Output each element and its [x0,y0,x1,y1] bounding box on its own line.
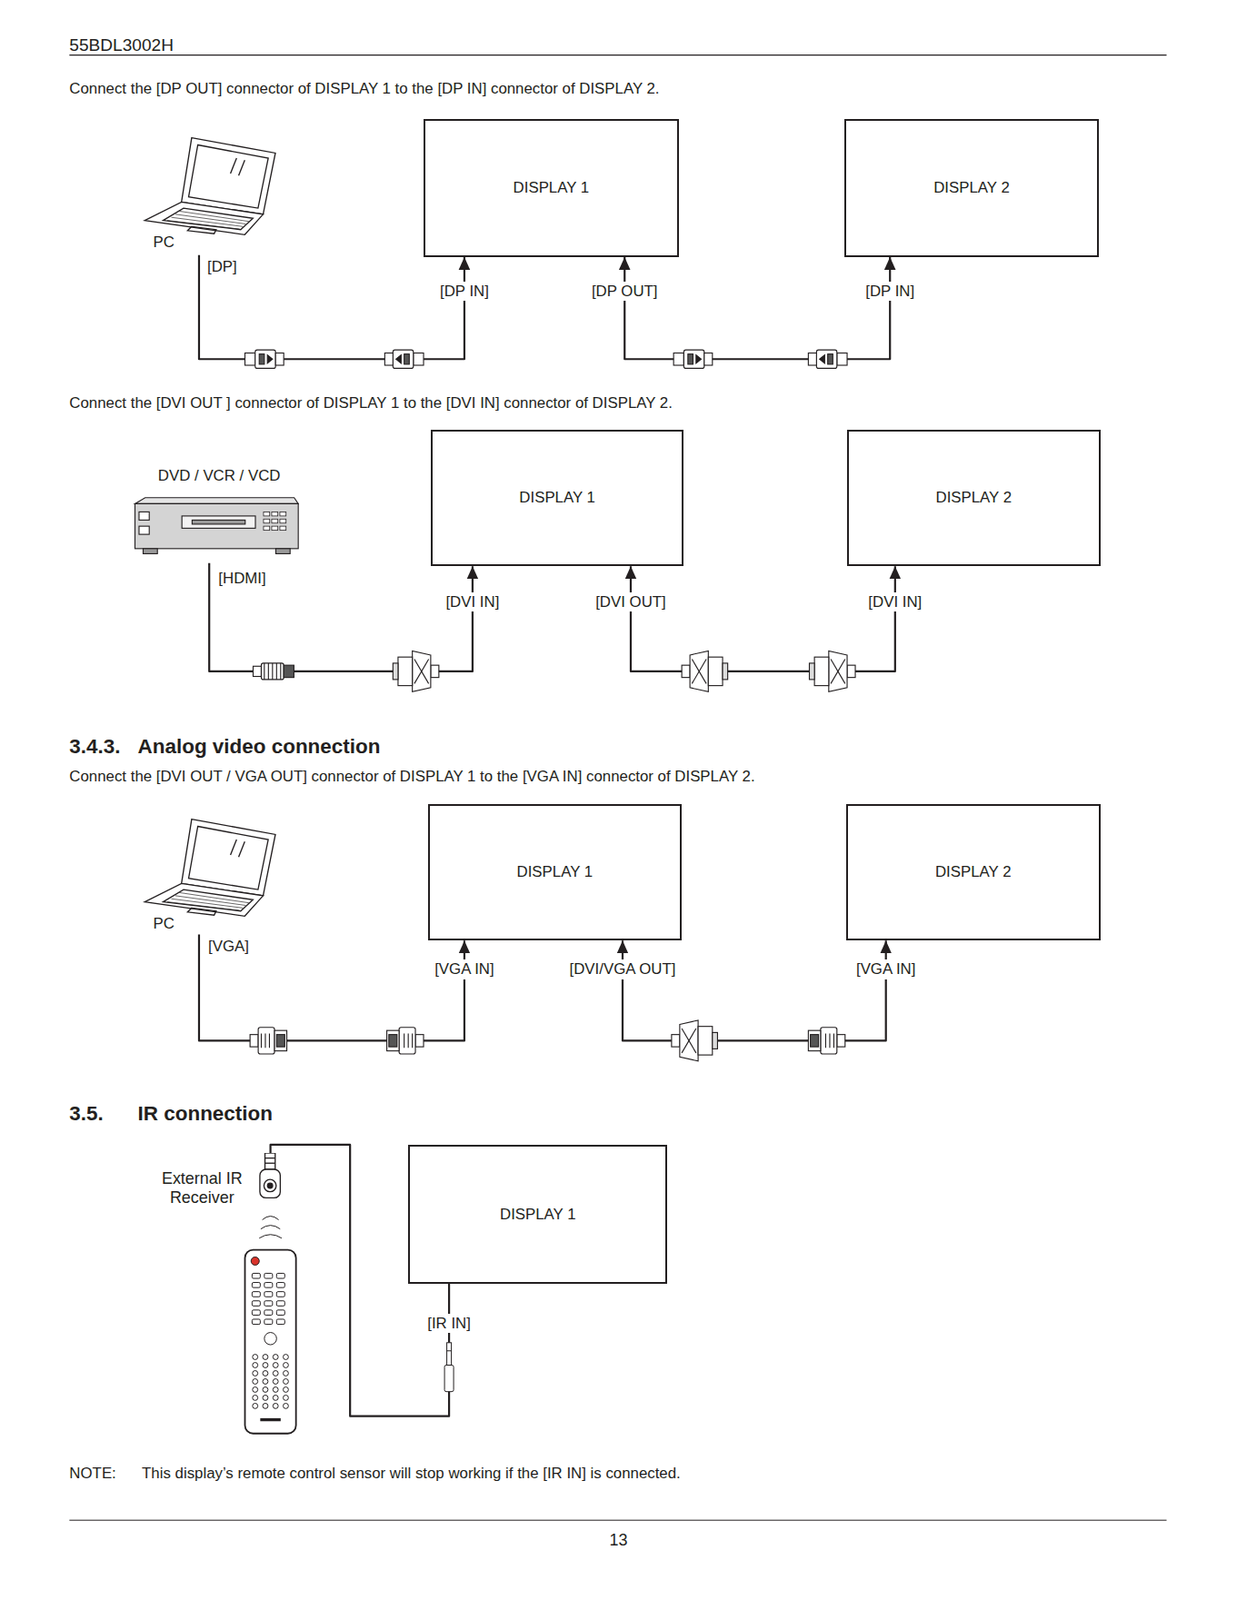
dvi-plug [808,650,856,692]
node-label: PC [152,233,174,251]
port-label: [DVI OUT] [591,592,670,612]
port-label: [DVI IN] [441,592,503,612]
node-label: DISPLAY 1 [513,179,590,197]
ir-wave [259,1235,282,1239]
section-heading: 3.5. [69,1102,103,1127]
header-rule [69,54,1167,56]
port-label: 13 [606,1530,632,1552]
body-text: Connect the [DP OUT] connector of DISPLA… [69,79,659,98]
body-text: [VGA] [208,937,250,956]
node-label: DISPLAY 2 [935,863,1012,881]
ir-jack [444,1343,454,1393]
display-box: DISPLAY 2 [846,804,1101,941]
body-text: Connect the [DVI OUT / VGA OUT] connecto… [69,768,755,786]
source-device: DVD / VCR / VCD [130,467,309,564]
vga-plug [249,1027,287,1055]
node-label: DISPLAY 1 [517,863,594,881]
source-device: PC [142,132,281,256]
cable [199,255,465,360]
cable [630,566,896,672]
body-text: 55BDL3002H [69,35,174,56]
dvi-plug [392,650,439,692]
dp-plug [808,349,848,369]
node-label: DISPLAY 1 [499,1206,577,1224]
port-label: [DVI/VGA OUT] [566,959,680,979]
port-label: [VGA IN] [852,959,919,979]
vga-plug [808,1027,845,1055]
cable [624,257,890,360]
port-label: [DVI IN] [864,592,926,612]
display-box: DISPLAY 1 [408,1145,668,1285]
remote-control [245,1250,297,1435]
cable [270,1145,450,1417]
port-label: [VGA IN] [430,959,498,979]
dp-plug [245,349,285,369]
display-box: DISPLAY 2 [847,429,1100,567]
cable [209,563,473,672]
display-box: DISPLAY 1 [423,119,679,258]
node-label: PC [152,915,174,933]
ir-wave [262,1217,280,1221]
section-heading: 3.4.3. [69,735,120,759]
vga-plug [387,1027,424,1055]
dp-plug [384,349,424,369]
ir-receiver: External IR Receiver [152,1153,288,1211]
port-label: [DP IN] [861,281,918,301]
port-label: [DP IN] [436,281,493,301]
source-device: PC [142,814,281,936]
display-box: DISPLAY 2 [844,119,1100,258]
node-label: DISPLAY 2 [935,488,1012,507]
footer-rule [69,1520,1167,1522]
body-text: NOTE: [69,1465,116,1483]
display-box: DISPLAY 1 [430,429,684,567]
ir-wave [260,1226,280,1230]
node-label: DISPLAY 2 [933,179,1010,197]
body-text: This display’s remote control sensor wil… [141,1465,681,1483]
display-box: DISPLAY 1 [428,804,683,941]
node-label: DISPLAY 1 [518,488,596,507]
port-label: [DP OUT] [588,281,662,301]
section-heading: Analog video connection [138,735,381,759]
dvi-plug [681,650,729,692]
cable [622,940,887,1041]
port-label: [IR IN] [423,1314,475,1334]
body-text: [DP] [207,258,238,276]
hdmi-plug [252,663,294,680]
node-label: External IR Receiver [152,1169,251,1208]
dp-plug [673,349,713,369]
section-heading: IR connection [138,1102,273,1127]
body-text: Connect the [DVI OUT ] connector of DISP… [69,394,673,412]
dvi-plug [671,1020,719,1062]
node-label: DVD / VCR / VCD [130,467,309,485]
cable [199,935,465,1042]
body-text: [HDMI] [218,569,266,588]
